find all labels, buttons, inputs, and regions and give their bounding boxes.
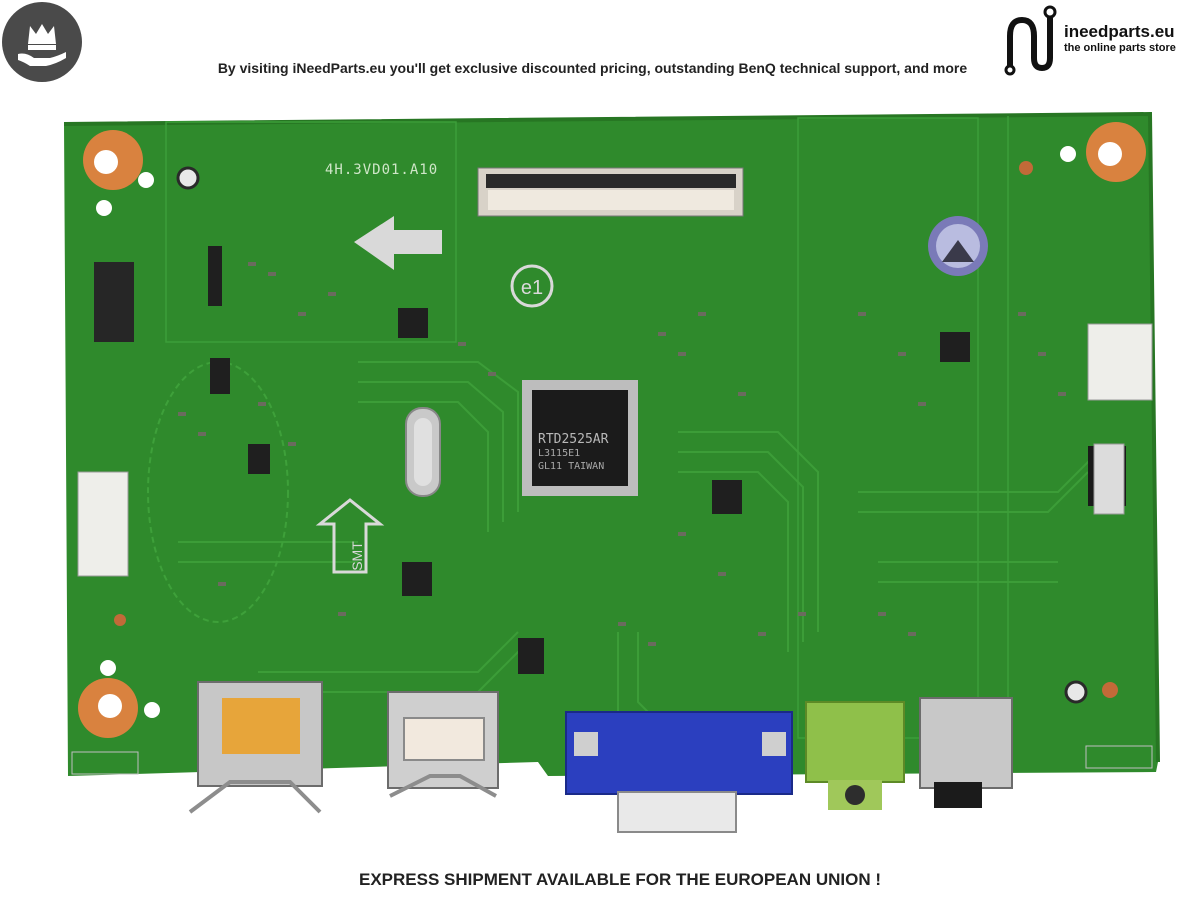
- crown-hand-icon: [18, 24, 66, 66]
- logo-tagline: the online parts store: [1064, 42, 1176, 54]
- promo-tagline: By visiting iNeedParts.eu you'll get exc…: [217, 60, 968, 76]
- chip-marking-line3: GL11 TAIWAN: [538, 461, 605, 472]
- e1-label: e1: [521, 277, 543, 299]
- connector-left-jst: [77, 471, 129, 577]
- mounting-hole-top-right: [1060, 122, 1146, 182]
- connector-right-ffc: [1093, 443, 1125, 515]
- chip-marking: RTD2525AR: [538, 432, 609, 447]
- logo-mark-icon: [1004, 5, 1057, 76]
- silk-arrow-smt: [315, 498, 385, 574]
- silk-e1-mark: [510, 264, 554, 308]
- pcb-silkscreen-code: 4H.3VD01.A10: [325, 162, 439, 178]
- main-scaler-chip: [522, 380, 638, 496]
- audio-jack-silver: [919, 697, 1013, 808]
- mounting-hole-top-left: [83, 130, 154, 216]
- crystal-oscillator: [405, 407, 441, 497]
- audio-jack-green: [805, 701, 905, 810]
- electrolytic-capacitor: [928, 216, 988, 276]
- circuit-board-photo: e1 SMT: [63, 112, 1160, 833]
- smd-components: [178, 262, 1066, 646]
- connector-right-jst: [1087, 323, 1153, 401]
- chip-marking-line2: L3115E1: [538, 448, 581, 459]
- hdmi-connector: [387, 691, 499, 798]
- silk-arrow-left: [354, 216, 442, 270]
- pad-hatch-left: [71, 751, 139, 775]
- smt-label: SMT: [349, 541, 365, 571]
- pad-hatch-right: [1085, 745, 1153, 769]
- vga-connector: [565, 711, 793, 833]
- displayport-connector: [188, 681, 323, 814]
- logo-name: ineedparts.eu: [1064, 22, 1175, 41]
- ineedparts-logo[interactable]: [1000, 2, 1198, 78]
- mounting-hole-bottom-left: [78, 660, 160, 738]
- ffc-connector: [477, 167, 744, 217]
- shipping-banner: EXPRESS SHIPMENT AVAILABLE FOR THE EUROP…: [358, 870, 881, 889]
- crown-badge: [2, 2, 82, 82]
